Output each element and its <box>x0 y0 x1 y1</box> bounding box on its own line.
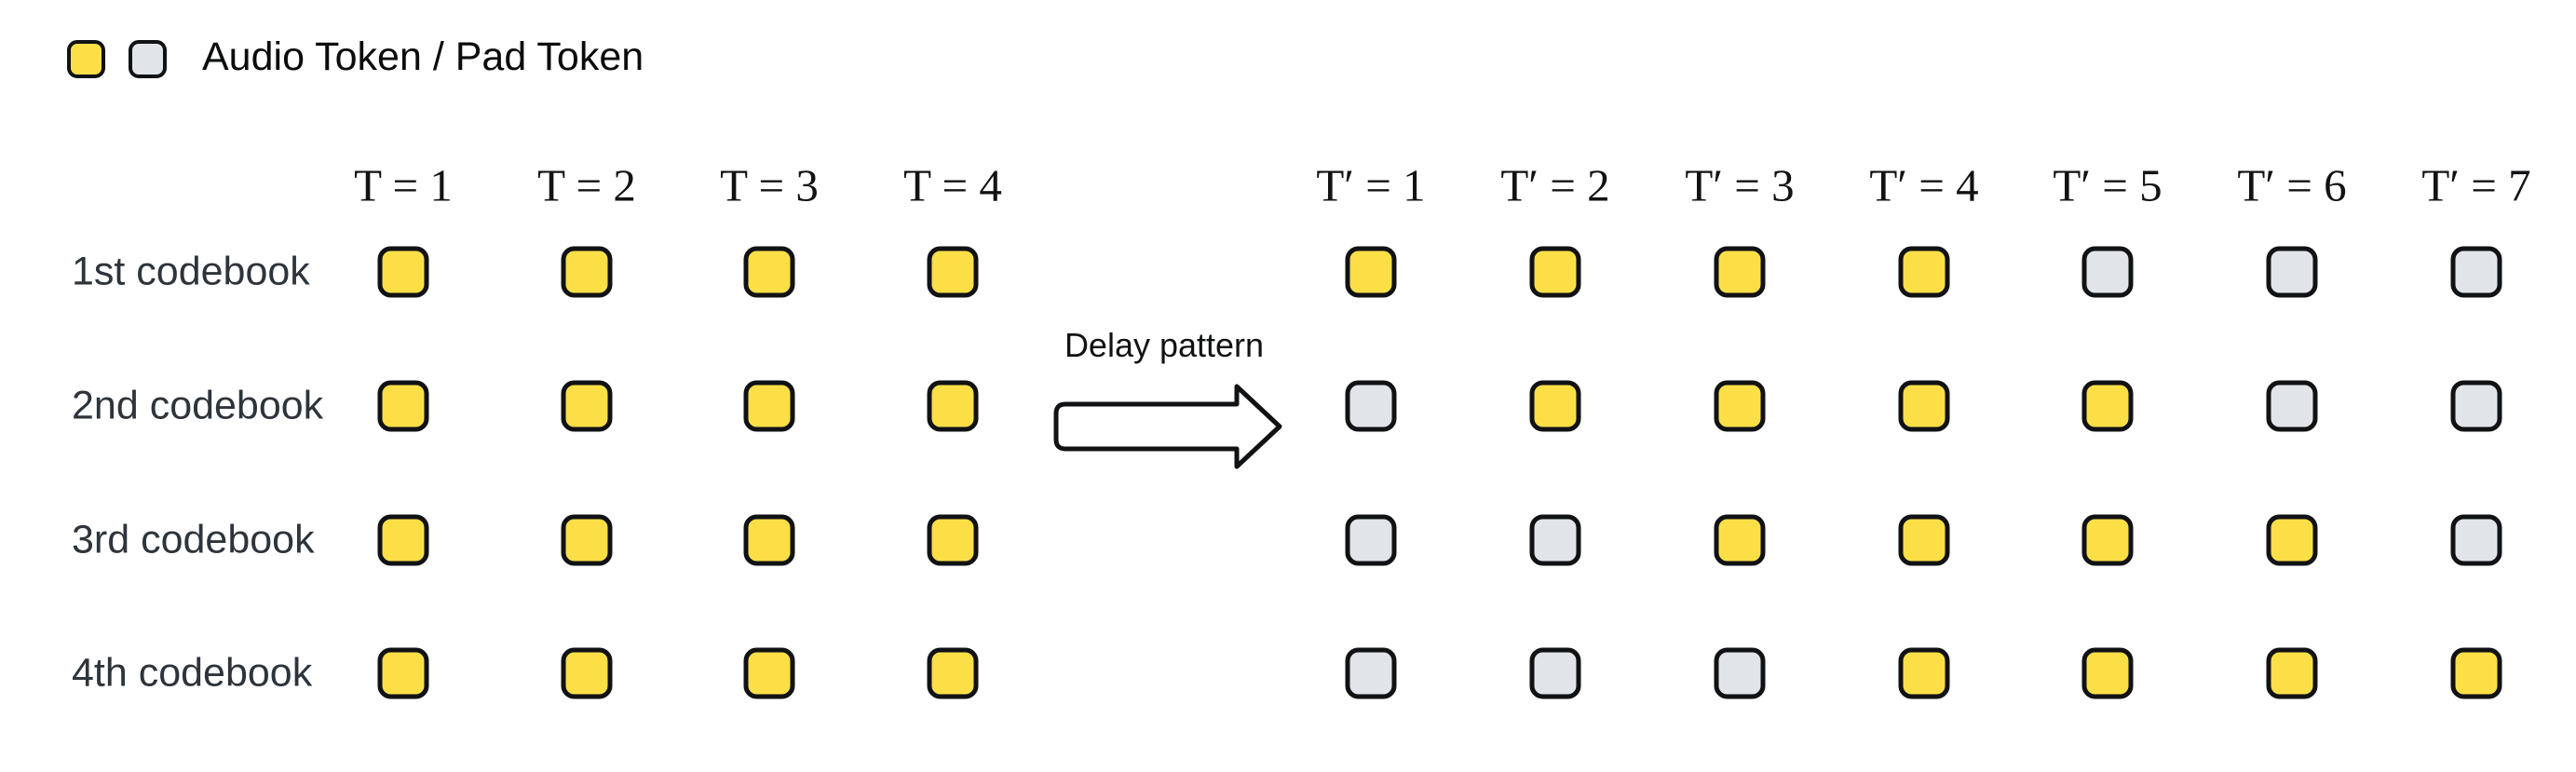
left-grid-header: T = 1 <box>354 159 453 211</box>
audio-token <box>1529 380 1581 432</box>
right-grid-header: T′ = 1 <box>1316 159 1426 211</box>
audio-token <box>743 380 795 432</box>
audio-token <box>561 647 613 699</box>
right-grid-header: T′ = 6 <box>2237 159 2347 211</box>
pad-token <box>1345 647 1397 699</box>
audio-token <box>743 514 795 566</box>
pad-token <box>2450 246 2502 298</box>
pad-token <box>1345 380 1397 432</box>
audio-token <box>377 514 429 566</box>
row-label: 4th codebook <box>72 650 313 696</box>
audio-token <box>2266 514 2318 566</box>
pad-token <box>2081 246 2134 298</box>
audio-token <box>743 246 795 298</box>
pad-token <box>2266 380 2318 432</box>
pad-token <box>1714 647 1766 699</box>
right-grid-header: T′ = 2 <box>1500 159 1610 211</box>
audio-token <box>1714 246 1766 298</box>
audio-token <box>1345 246 1397 298</box>
audio-token <box>1529 246 1581 298</box>
audio-token <box>561 380 613 432</box>
audio-token <box>1714 514 1766 566</box>
right-grid-header: T′ = 7 <box>2421 159 2531 211</box>
right-grid-header: T′ = 4 <box>1869 159 1979 211</box>
row-label: 1st codebook <box>72 249 310 294</box>
audio-token <box>927 514 979 566</box>
audio-token <box>561 514 613 566</box>
audio-token <box>2081 380 2134 432</box>
audio-token <box>927 380 979 432</box>
audio-token <box>1898 246 1950 298</box>
audio-token <box>1898 380 1950 432</box>
pad-token <box>1529 647 1581 699</box>
pad-token <box>1345 514 1397 566</box>
audio-token <box>927 647 979 699</box>
pad-token <box>2450 514 2502 566</box>
audio-token <box>1898 647 1950 699</box>
audio-token <box>377 246 429 298</box>
pad-token <box>2450 380 2502 432</box>
delay-pattern-label: Delay pattern <box>1064 326 1265 364</box>
audio-token <box>561 246 613 298</box>
audio-token <box>927 246 979 298</box>
pad-token <box>2266 246 2318 298</box>
left-grid-header: T = 3 <box>720 159 819 211</box>
audio-token <box>2081 514 2134 566</box>
legend: Audio Token / Pad Token <box>67 34 644 79</box>
audio-token <box>377 647 429 699</box>
pad-token <box>1529 514 1581 566</box>
left-grid-header: T = 2 <box>537 159 636 211</box>
legend-label: Audio Token / Pad Token <box>202 34 644 79</box>
left-grid-header: T = 4 <box>903 159 1002 211</box>
audio-token <box>2450 647 2502 699</box>
audio-token-swatch <box>67 39 105 78</box>
audio-token <box>377 380 429 432</box>
pad-token-swatch <box>129 39 167 78</box>
row-label: 2nd codebook <box>72 383 324 428</box>
audio-token <box>1898 514 1950 566</box>
delay-arrow-icon <box>1053 384 1282 469</box>
audio-token <box>743 647 795 699</box>
audio-token <box>2266 647 2318 699</box>
audio-token <box>1714 380 1766 432</box>
audio-token <box>2081 647 2134 699</box>
row-label: 3rd codebook <box>72 517 315 562</box>
right-grid-header: T′ = 3 <box>1685 159 1795 211</box>
right-grid-header: T′ = 5 <box>2053 159 2162 211</box>
